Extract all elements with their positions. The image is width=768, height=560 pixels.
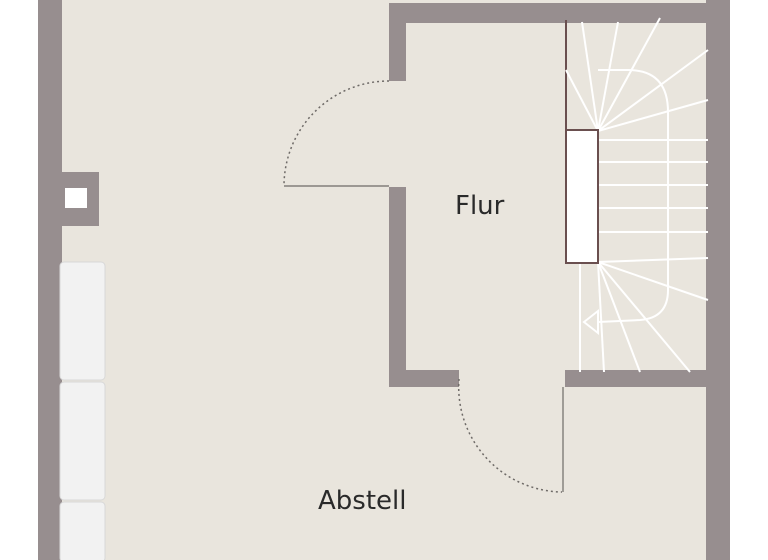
radiator-segment	[59, 261, 106, 381]
door-arc	[457, 378, 563, 493]
staircase	[565, 17, 709, 373]
door-swing-lower	[457, 378, 564, 493]
stair-tread	[597, 17, 661, 132]
door-swing-upper	[283, 80, 390, 187]
door-arc	[283, 80, 390, 187]
left-outer-wall	[38, 0, 62, 560]
radiator	[59, 261, 106, 560]
stair-walking-line	[597, 69, 669, 323]
stair-tread	[597, 99, 709, 132]
stair-tread	[597, 257, 709, 263]
stair-tread	[597, 21, 619, 132]
stair-well	[565, 129, 599, 264]
right-outer-wall	[706, 0, 730, 560]
square-icon	[65, 188, 87, 208]
arrow-left-icon	[582, 308, 599, 336]
flur-bottom-wall-right	[565, 370, 719, 387]
flur-left-wall-upper	[389, 3, 406, 81]
stair-tread	[581, 21, 599, 132]
stair-tread	[597, 261, 641, 373]
flur-top-wall	[389, 3, 719, 23]
flur-bottom-wall-left	[389, 370, 459, 387]
stair-tread	[597, 49, 709, 132]
flur-left-wall-lower	[389, 187, 406, 387]
stair-tread	[565, 69, 599, 132]
room-label-flur: Flur	[455, 191, 505, 221]
stair-tread	[597, 261, 605, 373]
stair-tread	[597, 261, 709, 301]
stair-tread	[597, 261, 691, 373]
radiator-segment	[59, 501, 106, 560]
room-label-abstell: Abstell	[318, 486, 406, 516]
radiator-segment	[59, 381, 106, 501]
